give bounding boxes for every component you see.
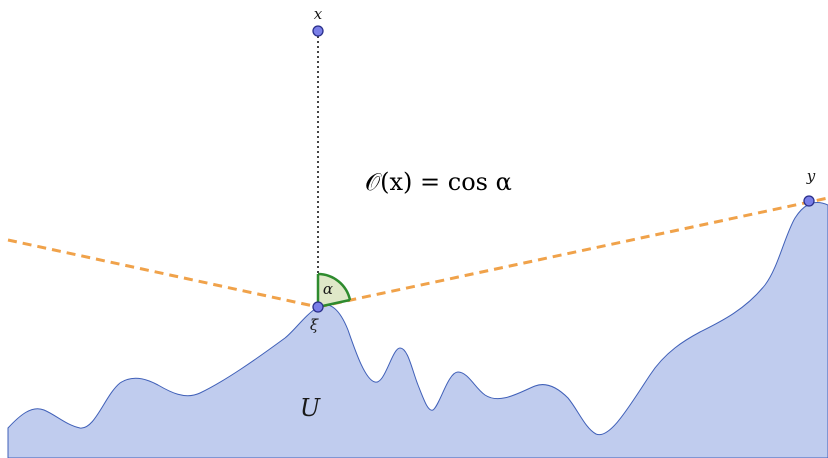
- label-xi: ξ: [310, 316, 319, 334]
- label-U: U: [300, 394, 321, 422]
- left-dashed-line: [7, 238, 319, 309]
- formula-eq: =: [412, 168, 447, 196]
- angle-alpha-wedge: [318, 274, 350, 307]
- angle-alpha-arc: [317, 272, 352, 301]
- formula: 𝒪(x) = cos α: [365, 168, 512, 196]
- point-xi: [312, 301, 324, 313]
- label-alpha: α: [323, 280, 333, 298]
- formula-lhs: 𝒪(x): [365, 168, 412, 196]
- region-U: [7, 202, 828, 458]
- label-x: x: [314, 5, 323, 23]
- point-y: [803, 195, 815, 207]
- formula-rhs: cos α: [448, 168, 512, 196]
- right-dashed-line: [317, 196, 828, 309]
- label-y: y: [806, 167, 816, 185]
- point-x: [312, 25, 324, 37]
